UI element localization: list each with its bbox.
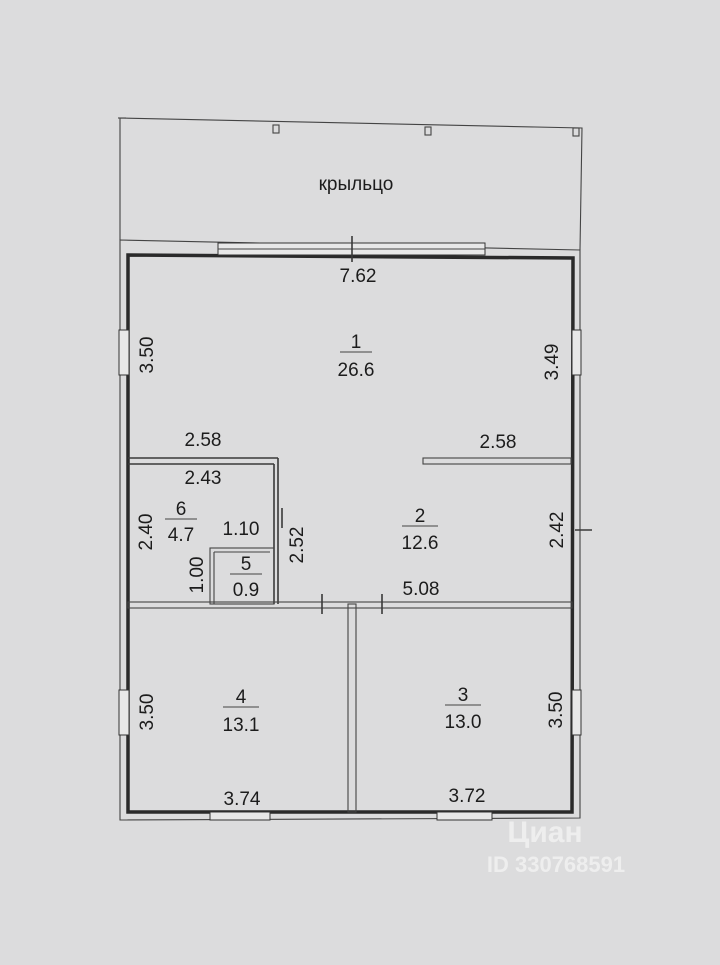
room-6-label: 6 4.7 — [165, 499, 197, 546]
dimension-room6-height: 2.40 — [136, 514, 157, 551]
watermark-id: ID 330768591 — [487, 852, 625, 877]
porch-post — [572, 127, 580, 137]
room-area: 0.9 — [233, 580, 259, 601]
inner-wall-outline — [126, 253, 575, 814]
room-area: 13.0 — [445, 712, 482, 733]
windows — [118, 236, 582, 821]
porch-post — [424, 126, 432, 136]
wall-horizontal-middle — [127, 601, 573, 609]
room-number: 3 — [458, 685, 469, 706]
room-number: 4 — [236, 687, 247, 708]
porch-label: крыльцо — [319, 174, 394, 195]
window-left-lower — [118, 689, 130, 736]
room-area: 12.6 — [402, 533, 439, 554]
window-bottom-left — [209, 811, 271, 821]
watermark-brand: Циан — [507, 816, 582, 849]
dimension-middle-wall: 5.08 — [403, 579, 440, 600]
dimension-right-lower: 3.50 — [546, 692, 567, 729]
room-labels: 1 26.6 2 12.6 3 13.0 4 13.1 5 0.9 6 4.7 — [165, 332, 481, 736]
dimension-right-middle: 2.42 — [547, 512, 568, 549]
dimension-partition-right: 2.58 — [480, 432, 517, 453]
porch-post — [272, 124, 280, 134]
room-5-label: 5 0.9 — [230, 554, 262, 601]
dimension-room6-width: 2.43 — [185, 468, 222, 489]
room-area: 26.6 — [338, 360, 375, 381]
room-1-label: 1 26.6 — [338, 332, 375, 381]
room-number: 1 — [351, 332, 362, 353]
room-number: 2 — [415, 506, 426, 527]
dimension-labels: 7.62 3.50 3.49 2.58 2.58 2.43 2.40 1.10 … — [136, 266, 568, 810]
room-area: 4.7 — [168, 525, 194, 546]
wall-vertical-lower — [347, 603, 357, 813]
window-left-upper — [118, 329, 130, 376]
room-number: 6 — [176, 499, 187, 520]
window-right-upper — [571, 329, 582, 376]
room5-outline — [209, 547, 275, 605]
dimension-bottom-right: 3.72 — [449, 786, 486, 807]
dimension-right-upper: 3.49 — [542, 344, 563, 381]
dimension-room5-width: 1.10 — [223, 519, 260, 540]
dimension-room5-height: 1.00 — [187, 557, 208, 594]
dimension-top: 7.62 — [340, 266, 377, 287]
room-2-label: 2 12.6 — [402, 506, 439, 554]
interior-walls — [127, 457, 573, 813]
room-area: 13.1 — [223, 715, 260, 736]
window-bottom-right — [436, 811, 493, 821]
porch: крыльцо — [118, 117, 583, 251]
room-3-label: 3 13.0 — [445, 685, 482, 733]
door-marks — [281, 508, 592, 614]
watermark: Циан ID 330768591 — [487, 816, 625, 877]
porch-outline — [119, 117, 583, 251]
dimension-left-lower: 3.50 — [137, 694, 158, 731]
dimension-bottom-left: 3.74 — [224, 789, 261, 810]
wall-partition-right — [422, 457, 572, 465]
dimension-corridor-height: 2.52 — [287, 527, 308, 564]
window-right-lower — [571, 689, 582, 736]
dimension-left-upper: 3.50 — [137, 337, 158, 374]
dimension-partition-left: 2.58 — [185, 430, 222, 451]
room-number: 5 — [241, 554, 252, 575]
room-4-label: 4 13.1 — [223, 687, 260, 736]
